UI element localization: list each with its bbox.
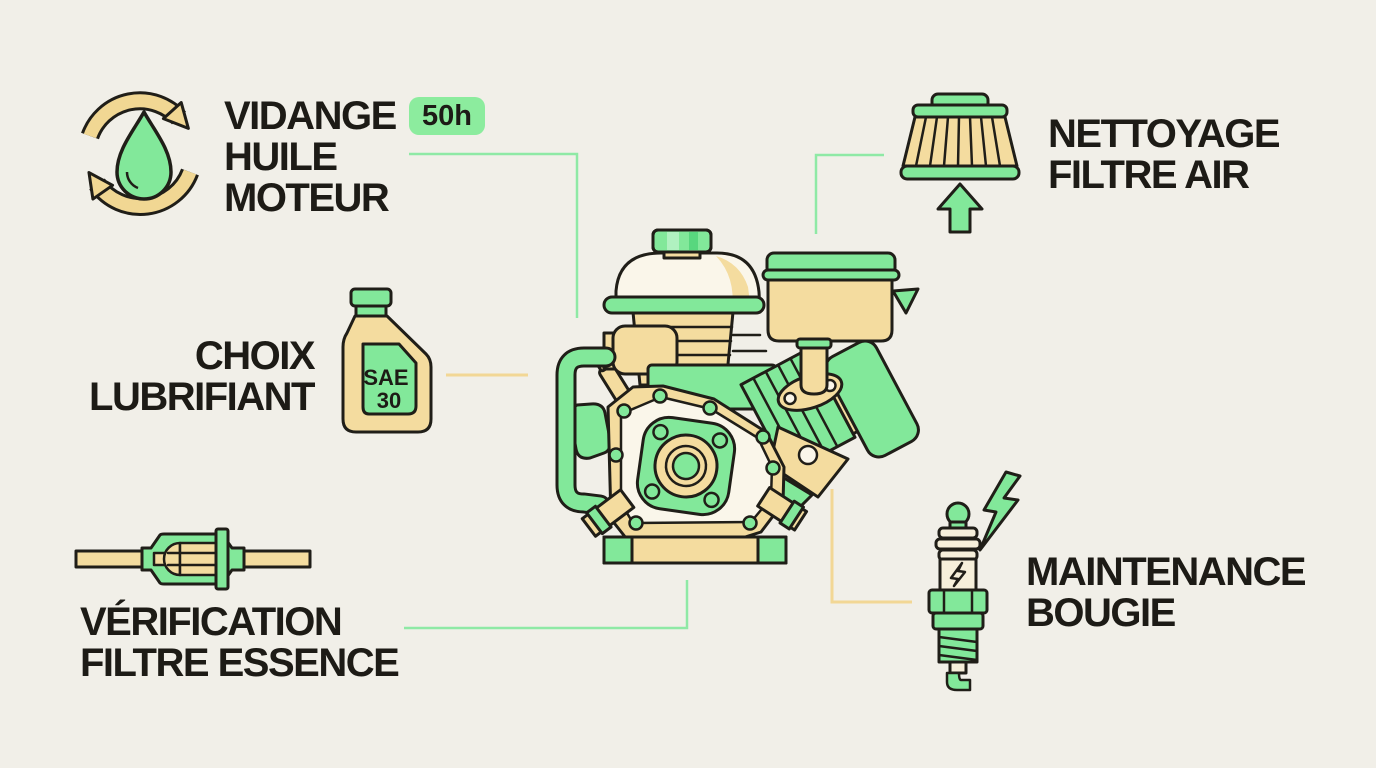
plug-insulator-ribs (934, 526, 982, 562)
oil-drain-spout (580, 488, 636, 538)
bougie-title: MAINTENANCE BOUGIE (1026, 550, 1307, 635)
verification-title: VÉRIFICATION FILTRE ESSENCE (80, 600, 400, 685)
connector-vidange (409, 152, 579, 318)
vidange-title: VIDANGE HUILE MOTEUR (224, 94, 397, 220)
interval-badge: 50h (409, 97, 485, 135)
engine-base (602, 535, 788, 565)
lightning-bolt-icon (978, 470, 1022, 552)
bottle-cap (349, 287, 393, 308)
fuel-filter-icon (74, 527, 312, 591)
plug-ground-electrode (945, 671, 972, 692)
crankcase-bolts (608, 388, 781, 531)
bottle-label (361, 342, 418, 416)
air-filter-box (761, 251, 920, 343)
air-filter-icon (899, 92, 1021, 234)
fuel-drain-spout (756, 486, 809, 532)
filter-top-band (911, 103, 1009, 119)
filter-collar (214, 527, 230, 591)
tank-flange (602, 295, 766, 315)
cycle-arrows (81, 91, 199, 216)
fuel-line-left (74, 549, 145, 569)
plug-electrode (948, 660, 968, 675)
oil-bottle-icon: SAE 30 (341, 287, 433, 434)
bottle-label-text: SAE 30 (363, 365, 414, 413)
oil-droplet-icon (115, 110, 173, 201)
connector-bougie (830, 489, 912, 604)
carburetor-tube (799, 337, 829, 396)
arrow-up-icon (936, 182, 984, 234)
valve-cover (824, 339, 920, 459)
fuel-cap (651, 228, 713, 254)
fuel-line-right (240, 549, 312, 569)
filter-bottom-band (899, 164, 1021, 181)
choix-title: CHOIX LUBRIFIANT (89, 334, 315, 419)
spark-plug-icon (927, 470, 1022, 692)
nettoyage-title: NETTOYAGE FILTRE AIR (1048, 112, 1281, 197)
crankshaft-boss (635, 415, 737, 517)
engine-illustration (555, 228, 920, 565)
oil-change-icon (81, 91, 199, 216)
plug-shell-band (931, 611, 985, 631)
connector-verification (404, 580, 689, 630)
plug-bolt-glyph (949, 561, 967, 588)
plug-body (938, 557, 978, 592)
connector-nettoyage (814, 153, 884, 234)
engine-mount (569, 402, 612, 460)
